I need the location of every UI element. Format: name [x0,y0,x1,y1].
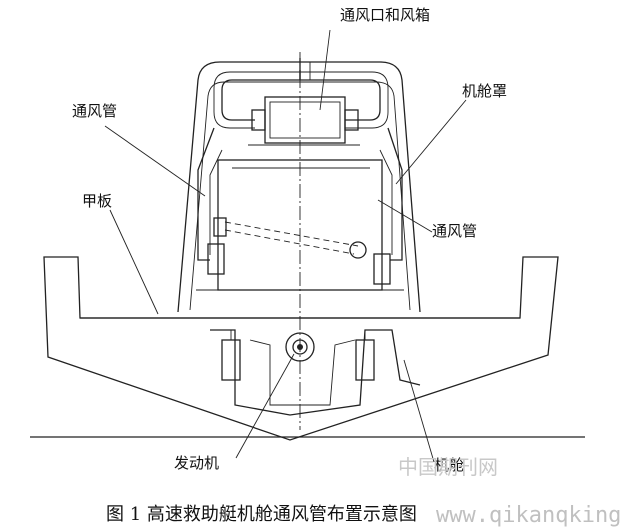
leader-engine [235,353,295,459]
vent-pipe-left [221,70,301,121]
vent-duct-left-inner [209,149,223,255]
label-engine: 发动机 [174,454,219,472]
engine-mount-right [355,339,375,381]
right-fitting [373,253,391,285]
fan-box-right-flange [344,109,359,131]
vent-pipe-right [300,79,381,121]
figure-caption: 图 1 高速救助艇机舱通风管布置示意图 [106,504,417,525]
vent-pipe-right-inner [300,71,389,129]
vent-duct-left [197,127,215,261]
watermark-url: www.qikanqking.com [436,503,623,528]
hull-outline [43,256,559,441]
vent-pipe-left-inner [213,71,300,129]
engine-mount-left [221,339,241,381]
label-vent-pipe-upper-left: 通风管 [72,102,117,120]
label-vent-opening-box: 通风口和风箱 [340,6,430,24]
strut-pivot-right [349,241,367,259]
fan-box [264,96,346,144]
label-deck: 甲板 [82,192,112,210]
vent-duct-right-inner [379,149,393,255]
label-engine-room: 机舱 [434,456,464,474]
strut-dashed-upper [224,221,359,247]
leader-deck [109,209,159,315]
label-engine-hood: 机舱罩 [462,82,507,100]
leader-vent-pipe-left [104,125,206,197]
fan-box-left-flange [251,109,266,131]
engine-block [249,339,356,406]
leader-engine-room [403,359,435,463]
strut-mount-left [213,217,227,237]
watermark-cn: 中国期刊网 [398,455,498,479]
leader-vent-pipe-right [377,199,433,233]
left-fitting [207,243,225,275]
label-vent-pipe-right: 通风管 [432,222,477,240]
leader-vent-box [319,29,331,111]
vent-duct-right [387,127,403,261]
leader-engine-hood [395,99,467,185]
strut-dashed-lower [224,229,355,255]
fan-box-inner [269,101,341,139]
engine-room [210,329,421,416]
